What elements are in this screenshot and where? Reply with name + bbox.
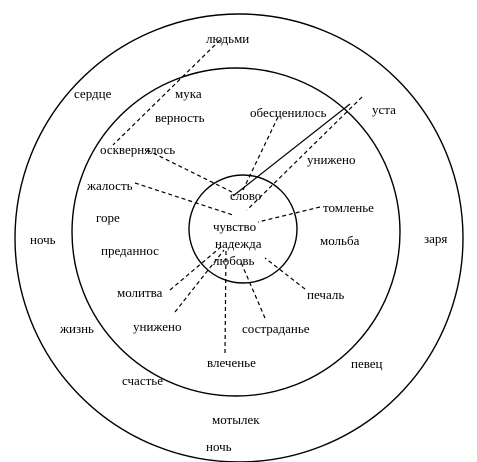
outer-ring-words: людьми сердце уста ночь заря жизнь певец… [30, 31, 447, 454]
word-zarya: заря [424, 231, 447, 246]
word-oskvernyalos: осквернялось [100, 142, 175, 157]
word-chuvstvo: чувство [213, 219, 256, 234]
word-pevec: певец [351, 356, 383, 371]
inner-circle-words: слово чувство надежда любовь [213, 188, 262, 268]
middle-ring-words: мука верность обесценилось осквернялось … [86, 86, 374, 370]
word-predannos: преданнос [101, 243, 159, 258]
word-lyudmi: людьми [206, 31, 249, 46]
connector-lines [112, 39, 363, 354]
link-zhalost [134, 182, 234, 216]
link-obescenilos [242, 116, 279, 191]
inner-circle [188, 174, 298, 284]
link-usta-solid [232, 103, 351, 197]
word-vlechene: влеченье [207, 355, 256, 370]
word-muka: мука [175, 86, 202, 101]
word-lyubov: любовь [213, 253, 254, 268]
word-noch-bottom: ночь [206, 439, 232, 454]
word-motylek: мотылек [212, 412, 260, 427]
link-oskvernyalos [146, 149, 233, 193]
link-usta [246, 96, 363, 211]
word-nadezhda: надежда [215, 236, 262, 251]
word-unizheno-top: унижено [307, 152, 355, 167]
link-sostradane [239, 259, 266, 319]
word-pechal: печаль [307, 287, 344, 302]
word-obescenilos: обесценилось [250, 105, 327, 120]
word-zhalost: жалость [86, 178, 133, 193]
word-slovo: слово [230, 188, 261, 203]
link-unizheno-low [174, 249, 225, 313]
link-tomlene [257, 206, 321, 223]
link-molitva [169, 245, 223, 291]
link-lyudmi [112, 39, 221, 146]
middle-ring [71, 67, 401, 397]
link-vlechene [224, 249, 227, 354]
word-unizheno-bottom: унижено [133, 319, 181, 334]
word-sostradane: состраданье [242, 321, 310, 336]
word-molba: мольба [320, 233, 360, 248]
word-vernost: верность [155, 110, 205, 125]
outer-ring [14, 13, 464, 462]
word-schaste: счастье [122, 373, 163, 388]
word-tomlene: томленье [323, 200, 374, 215]
word-molitva: молитва [117, 285, 163, 300]
word-usta: уста [372, 102, 396, 117]
link-pechal [264, 257, 306, 290]
word-serdce: сердце [74, 86, 112, 101]
word-zhizn: жизнь [59, 321, 94, 336]
word-noch-left: ночь [30, 232, 56, 247]
word-gore: горе [96, 210, 120, 225]
